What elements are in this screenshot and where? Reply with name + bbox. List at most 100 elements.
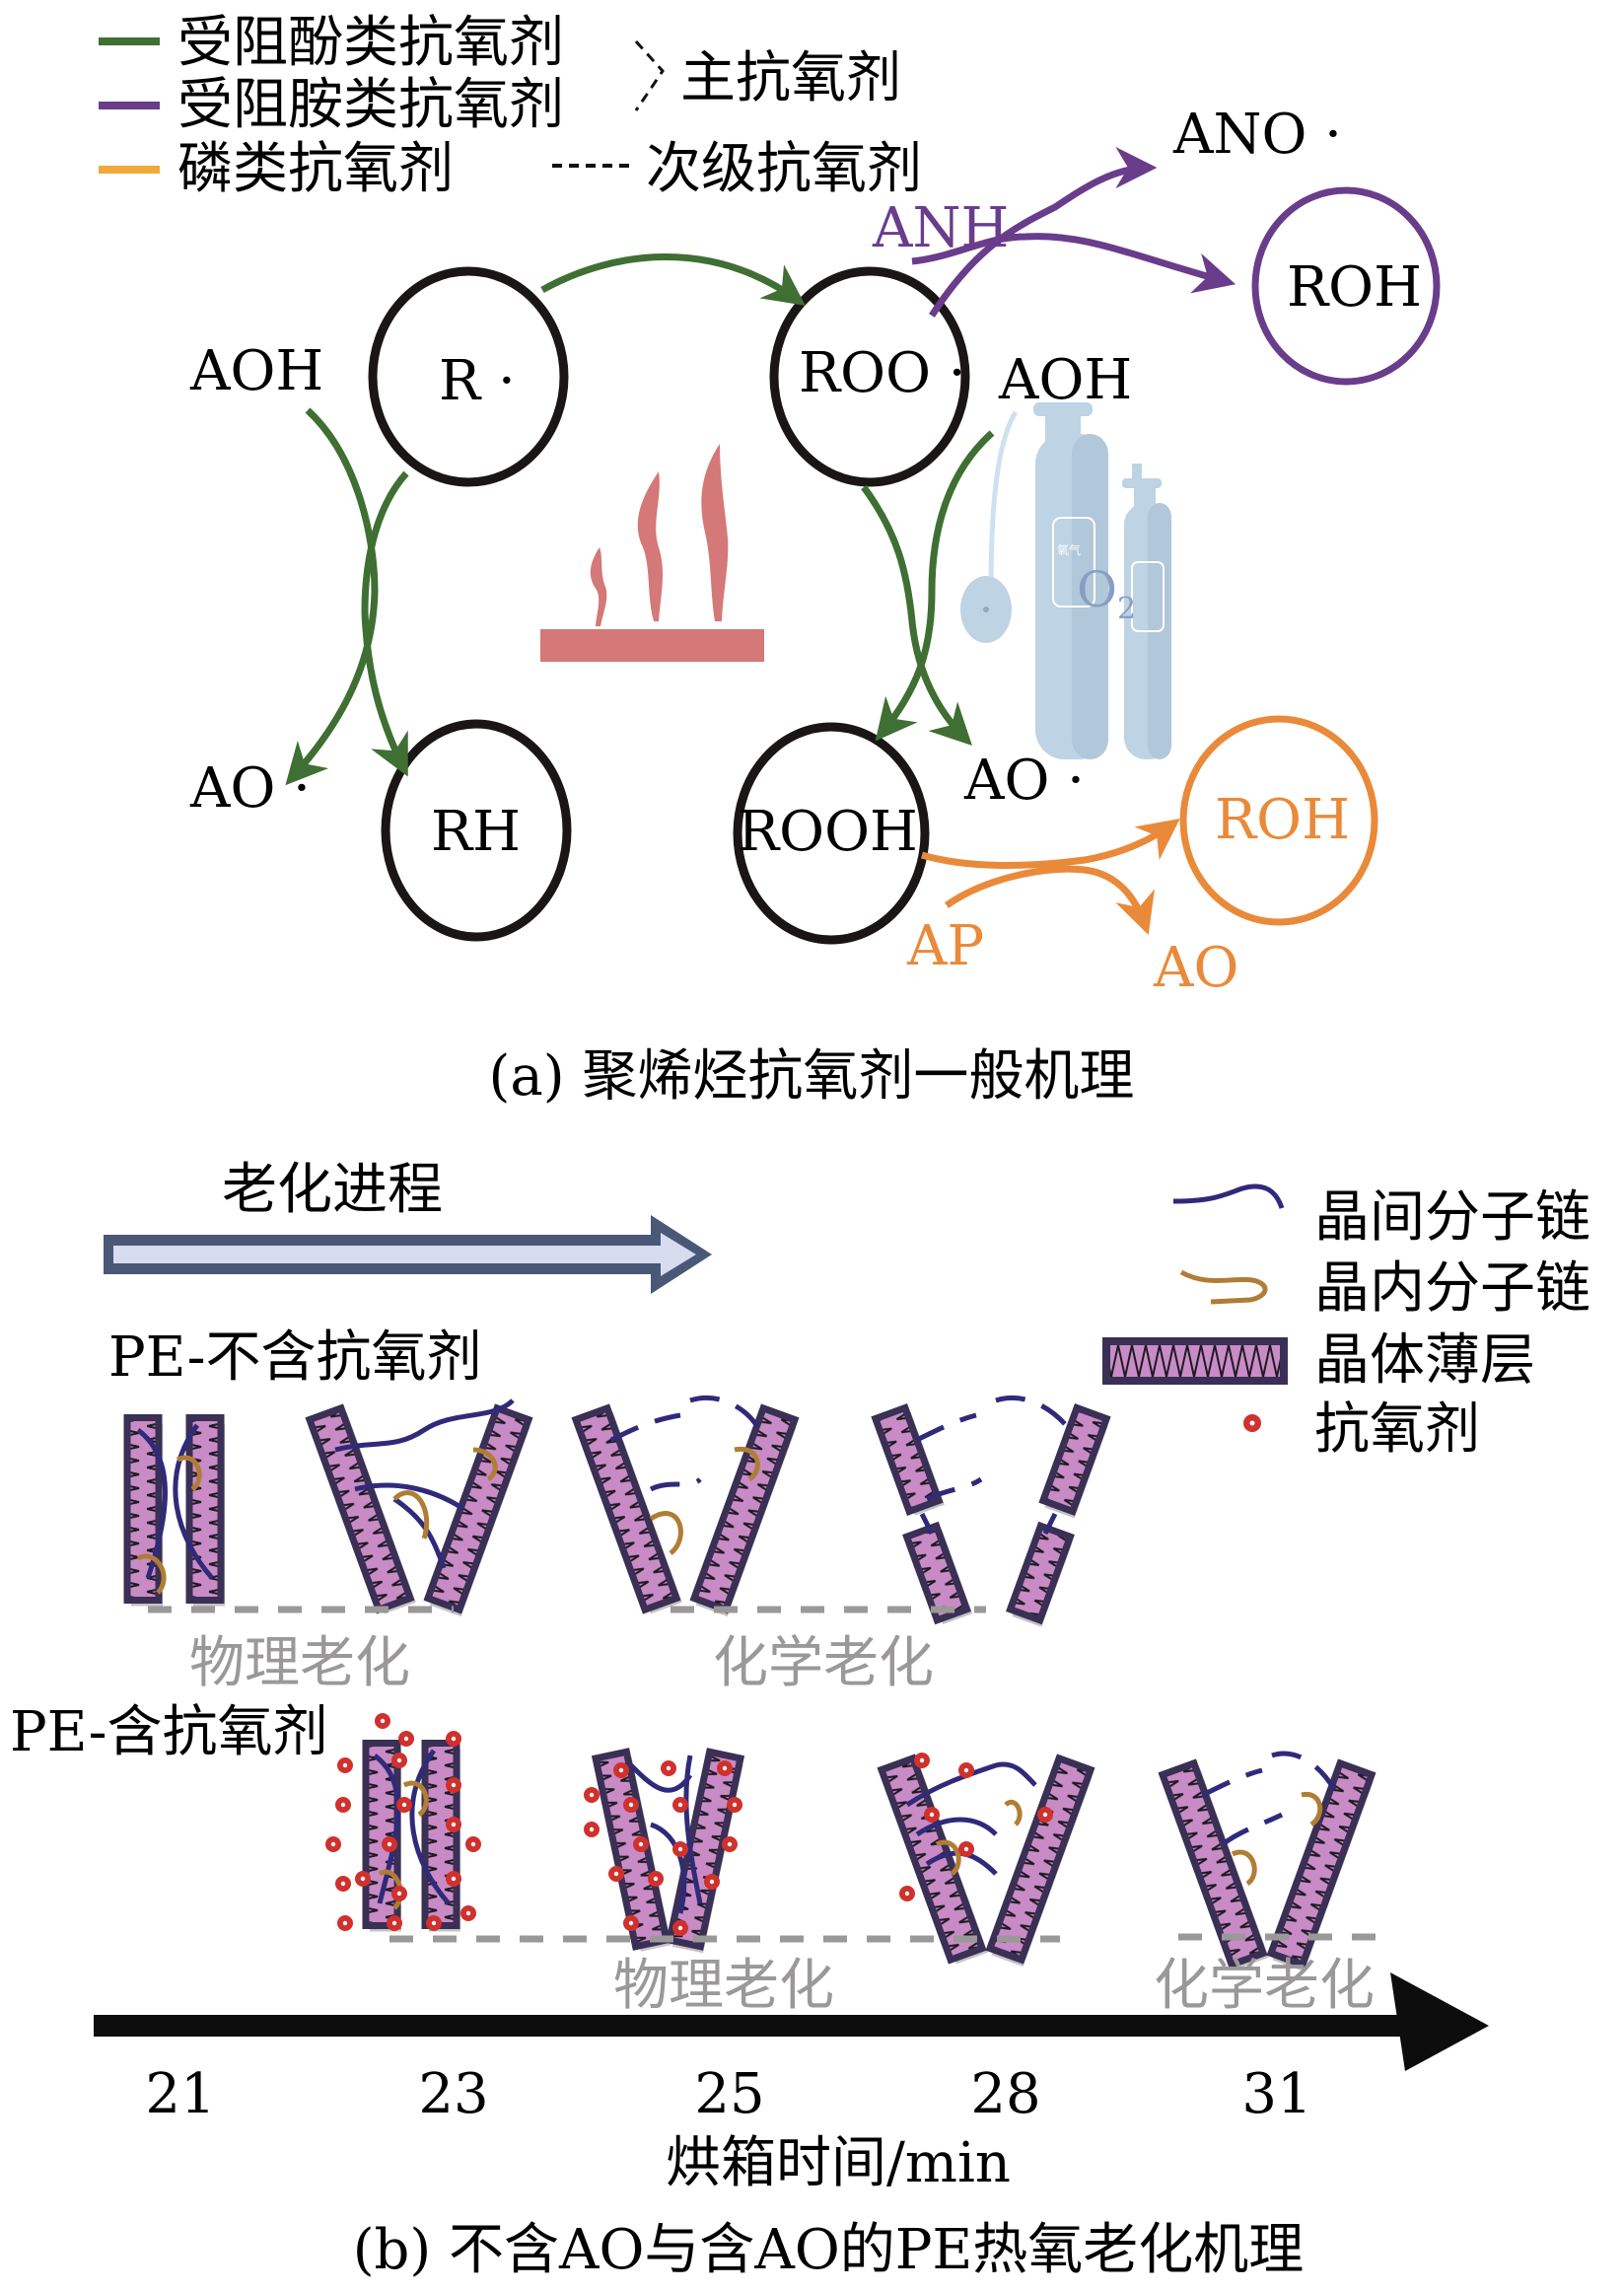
row-no-antioxidant-title: PE-不含抗氧剂 <box>108 1325 482 1390</box>
legend-item-phosphite: 磷类抗氧剂 <box>99 137 454 201</box>
legend-label: 晶间分子链 <box>1314 1185 1590 1250</box>
lamella <box>985 1754 1095 1968</box>
node-label: ROH <box>1287 255 1422 320</box>
amine-reaction-arrows <box>911 147 1236 318</box>
anh-to-roh-arrow <box>911 233 1236 294</box>
physical-aging-label: 物理老化 <box>613 1954 834 2018</box>
antioxidant-dot <box>661 1760 676 1776</box>
node-rh: RH <box>381 719 572 942</box>
inter-chain <box>609 1395 762 1492</box>
node-roo-radical: ROO · <box>769 266 970 487</box>
node-roh-phosphite: ROH <box>1179 715 1378 926</box>
phosphite-reaction-arrows <box>921 818 1180 935</box>
r-to-rh-arrow <box>361 470 409 777</box>
ano-radical-label: ANO · <box>1172 103 1342 167</box>
lamella <box>591 1748 672 1952</box>
ap-label: AP <box>906 914 984 978</box>
primary-bracket-icon <box>634 39 665 111</box>
legend-label: 受阻胺类抗氧剂 <box>177 73 564 137</box>
node-rooh: ROOH <box>733 722 930 945</box>
antioxidant-dot <box>648 1871 664 1887</box>
roo-to-rooh-arrow <box>875 430 995 742</box>
phosphite-swatch-icon <box>99 166 160 174</box>
intra-chain-icon <box>1179 1269 1268 1305</box>
aging-process-arrow-icon <box>104 1215 712 1294</box>
antioxidant-dot <box>391 1753 407 1768</box>
oxygen-symbol: O <box>1077 561 1117 618</box>
antioxidant-dot <box>727 1797 742 1813</box>
lamella <box>1158 1758 1269 1970</box>
lamella <box>571 1403 682 1614</box>
lamella-icon <box>1102 1337 1288 1385</box>
aoh-to-ao-right-arrow <box>861 484 972 746</box>
node-label: ROO · <box>799 341 966 405</box>
lamella <box>1006 1521 1075 1627</box>
legend-item-intra-chain: 晶内分子链 <box>1179 1256 1590 1321</box>
antioxidant-dot <box>613 1762 629 1778</box>
ap-to-ao-arrow <box>944 865 1155 935</box>
legend-label: 晶内分子链 <box>1314 1256 1590 1321</box>
physical-aging-label: 物理老化 <box>189 1631 410 1695</box>
intra-chain <box>935 1800 1023 1877</box>
ao-radical-right-label: AO · <box>963 749 1085 813</box>
oxygen-cylinder-icon: 氧气 O2 <box>960 402 1171 759</box>
intra-chain <box>378 1780 429 1910</box>
cylinder-tag-label: 氧气 <box>1057 542 1081 557</box>
legend-label: 受阻酚类抗氧剂 <box>177 11 564 75</box>
row-no-antioxidant-morphology <box>123 1395 1111 1627</box>
secondary-antioxidant-label: 次级抗氧剂 <box>646 137 922 201</box>
ao-radical-left-label: AO · <box>189 756 311 821</box>
antioxidant-dot <box>722 1836 738 1852</box>
antioxidant-dot <box>633 1836 649 1852</box>
node-label: RH <box>431 800 521 864</box>
chemical-aging-label: 化学老化 <box>713 1631 934 1695</box>
lamella <box>871 1403 945 1516</box>
legend-label: 抗氧剂 <box>1314 1397 1480 1462</box>
roo-to-ano-arrow <box>929 147 1158 318</box>
antioxidant-dot <box>460 1905 476 1921</box>
time-tick-label: 25 <box>694 2062 764 2126</box>
antioxidant-dot <box>387 1915 402 1931</box>
antioxidant-dot <box>704 1874 720 1890</box>
oxygen-subscript: 2 <box>1117 592 1136 626</box>
antioxidant-dot <box>914 1753 930 1768</box>
antioxidant-dot <box>335 1876 351 1892</box>
phenol-swatch-icon <box>99 37 160 45</box>
intra-chain <box>1231 1791 1323 1887</box>
antioxidant-dot <box>446 1871 461 1887</box>
node-label: ROOH <box>738 800 918 864</box>
antioxidant-dot <box>899 1886 915 1901</box>
antioxidant-dot <box>623 1797 639 1813</box>
node-label: R · <box>439 349 516 413</box>
chemical-aging-label: 化学老化 <box>1154 1954 1375 2018</box>
node-label: ROH <box>1215 788 1350 852</box>
time-axis-label: 烘箱时间/min <box>666 2131 1011 2195</box>
legend-item-antioxidant: 抗氧剂 <box>1243 1397 1480 1462</box>
antioxidant-dot <box>584 1822 600 1837</box>
antioxidant-dot <box>396 1797 412 1813</box>
ao-phosphite-label: AO <box>1153 936 1238 1000</box>
antioxidant-dot <box>608 1866 624 1882</box>
legend-item-inter-chain: 晶间分子链 <box>1172 1183 1590 1250</box>
rooh-to-roh-arrow <box>921 818 1180 869</box>
antioxidant-dot <box>375 1713 390 1729</box>
inter-chain <box>373 1749 451 1905</box>
antioxidant-dot <box>958 1841 974 1857</box>
inter-chain-icon <box>1172 1183 1285 1209</box>
panel-a: 受阻酚类抗氧剂 受阻胺类抗氧剂 磷类抗氧剂 主抗氧剂 次级抗氧剂 <box>99 11 1441 1109</box>
antioxidant-dot <box>426 1915 442 1931</box>
legend-item-hindered-phenol: 受阻酚类抗氧剂 <box>99 11 564 75</box>
lamella <box>902 1521 973 1625</box>
amine-swatch-icon <box>99 102 160 109</box>
primary-antioxidant-label: 主抗氧剂 <box>680 46 901 110</box>
lamella <box>185 1414 225 1607</box>
lamella <box>305 1403 416 1614</box>
antioxidant-dot <box>672 1841 688 1857</box>
antioxidant-dot <box>355 1871 371 1887</box>
antioxidant-dot <box>465 1836 481 1852</box>
antioxidant-dot <box>337 1757 353 1773</box>
time-tick-label: 23 <box>418 2062 488 2126</box>
lamella <box>421 1740 460 1932</box>
